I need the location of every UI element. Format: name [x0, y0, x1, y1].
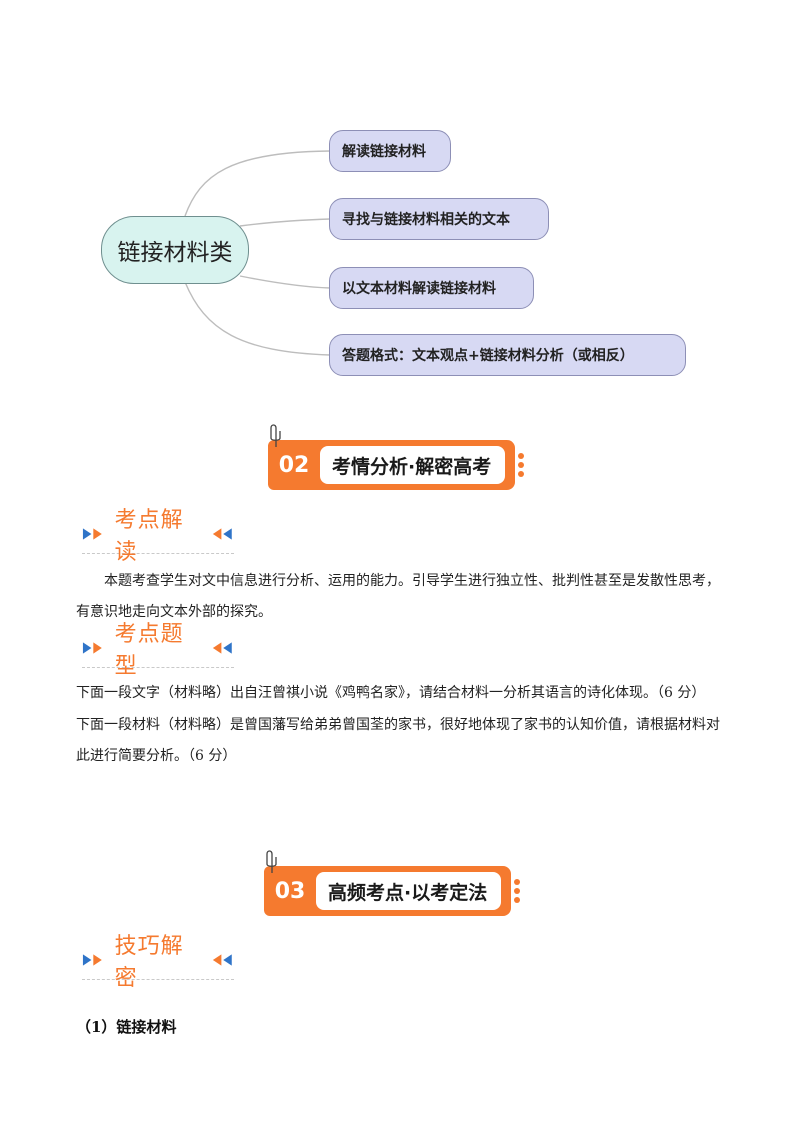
technique-heading: （1）链接材料: [76, 1018, 177, 1036]
mind-map-node-4: 答题格式：文本观点+链接材料分析（或相反）: [329, 334, 686, 376]
section-number: 03: [264, 866, 316, 916]
mind-map: 链接材料类 解读链接材料 寻找与链接材料相关的文本 以文本材料解读链接材料 答题…: [0, 0, 800, 400]
mind-map-node-label: 答题格式：文本观点+链接材料分析（或相反）: [342, 348, 634, 364]
mind-map-node-label: 以文本材料解读链接材料: [342, 281, 496, 297]
paperclip-icon: [270, 424, 281, 447]
paperclip-icon: [266, 850, 277, 873]
double-arrow-right-icon: [82, 528, 102, 540]
banner-notch-decoration: [518, 453, 525, 477]
section-title-frame: 考情分析·解密高考: [320, 440, 516, 490]
mind-map-connectors: [184, 150, 331, 356]
double-arrow-right-icon: [82, 642, 102, 654]
section-title: 高频考点·以考定法: [316, 872, 502, 910]
double-arrow-left-icon: [213, 528, 233, 540]
mind-map-node-1: 解读链接材料: [329, 130, 451, 172]
question-2-line-1: 下面一段材料（材料略）是曾国藩写给弟弟曾国荃的家书，很好地体现了家书的认知价值，…: [76, 717, 720, 733]
subsection-header-techniques: 技巧解密: [82, 934, 234, 991]
section-banner-02: 02 考情分析·解密高考: [268, 424, 525, 490]
subsection-header-interpretation: 考点解读: [82, 508, 234, 565]
mind-map-center-label: 链接材料类: [117, 240, 233, 266]
subsection-title: 技巧解密: [114, 934, 184, 991]
section-banner-03: 03 高频考点·以考定法: [264, 850, 521, 916]
mind-map-node-label: 寻找与链接材料相关的文本: [342, 212, 510, 228]
mind-map-node-2: 寻找与链接材料相关的文本: [329, 198, 549, 240]
interpretation-line-1: 本题考查学生对文中信息进行分析、运用的能力。引导学生进行独立性、批判性甚至是发散…: [104, 573, 720, 589]
double-arrow-left-icon: [213, 642, 233, 654]
mind-map-node-3: 以文本材料解读链接材料: [329, 267, 534, 309]
section-title: 考情分析·解密高考: [320, 446, 506, 484]
subsection-header-question-types: 考点题型: [82, 622, 234, 679]
mind-map-node-label: 解读链接材料: [342, 144, 426, 160]
question-1: 下面一段文字（材料略）出自汪曾祺小说《鸡鸭名家》，请结合材料一分析其语言的诗化体…: [76, 685, 706, 701]
subsection-title: 考点题型: [114, 622, 184, 679]
section-title-frame: 高频考点·以考定法: [316, 866, 512, 916]
interpretation-line-2: 有意识地走向文本外部的探究。: [76, 604, 272, 620]
section-number: 02: [268, 440, 320, 490]
banner-notch-decoration: [514, 879, 521, 903]
subsection-title: 考点解读: [114, 508, 184, 565]
double-arrow-left-icon: [213, 954, 233, 966]
question-2-line-2: 此进行简要分析。（6 分）: [76, 748, 237, 764]
mind-map-center-node: 链接材料类: [101, 216, 249, 284]
double-arrow-right-icon: [82, 954, 102, 966]
